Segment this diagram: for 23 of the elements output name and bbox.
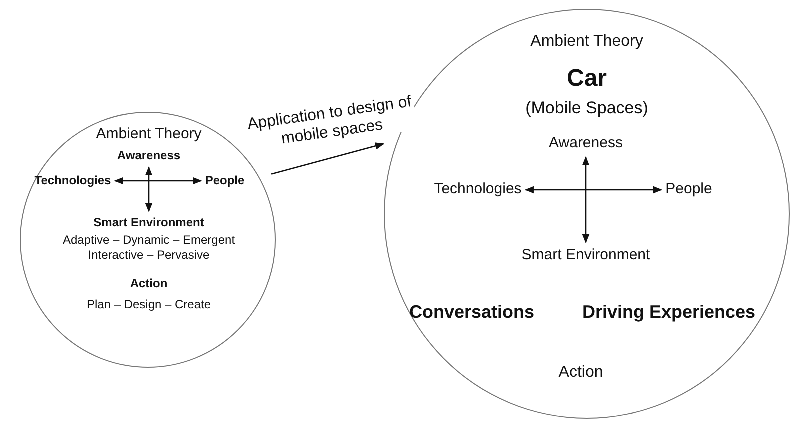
subtitle: (Mobile Spaces) <box>526 97 648 119</box>
heading: Ambient Theory <box>96 126 202 144</box>
concept-label: Technologies <box>434 180 522 200</box>
descriptor-list: Plan – Design – Create <box>86 298 212 312</box>
concept-label: Technologies <box>34 174 112 188</box>
concept-label: Smart Environment <box>94 216 204 230</box>
concept-label: Driving Experiences <box>582 300 756 324</box>
subheading: Action <box>130 276 168 292</box>
heading: Ambient Theory <box>530 32 644 52</box>
double-arrow <box>524 186 663 194</box>
concept-label: Awareness <box>117 148 181 164</box>
concept-label: Action <box>558 363 604 383</box>
concept-label: Conversations <box>409 300 535 324</box>
double-arrow <box>582 156 590 244</box>
title: Car <box>566 64 608 94</box>
double-arrow <box>114 177 202 185</box>
concept-label: People <box>666 180 712 200</box>
arrow <box>271 142 385 175</box>
concept-label: People <box>205 174 245 188</box>
descriptor-list: Adaptive – Dynamic – Emergent Interactive – Pervasive <box>54 233 244 263</box>
concept-label: Smart Environment <box>522 246 650 266</box>
concept-label: Awareness <box>549 134 623 154</box>
double-arrow <box>145 166 153 212</box>
